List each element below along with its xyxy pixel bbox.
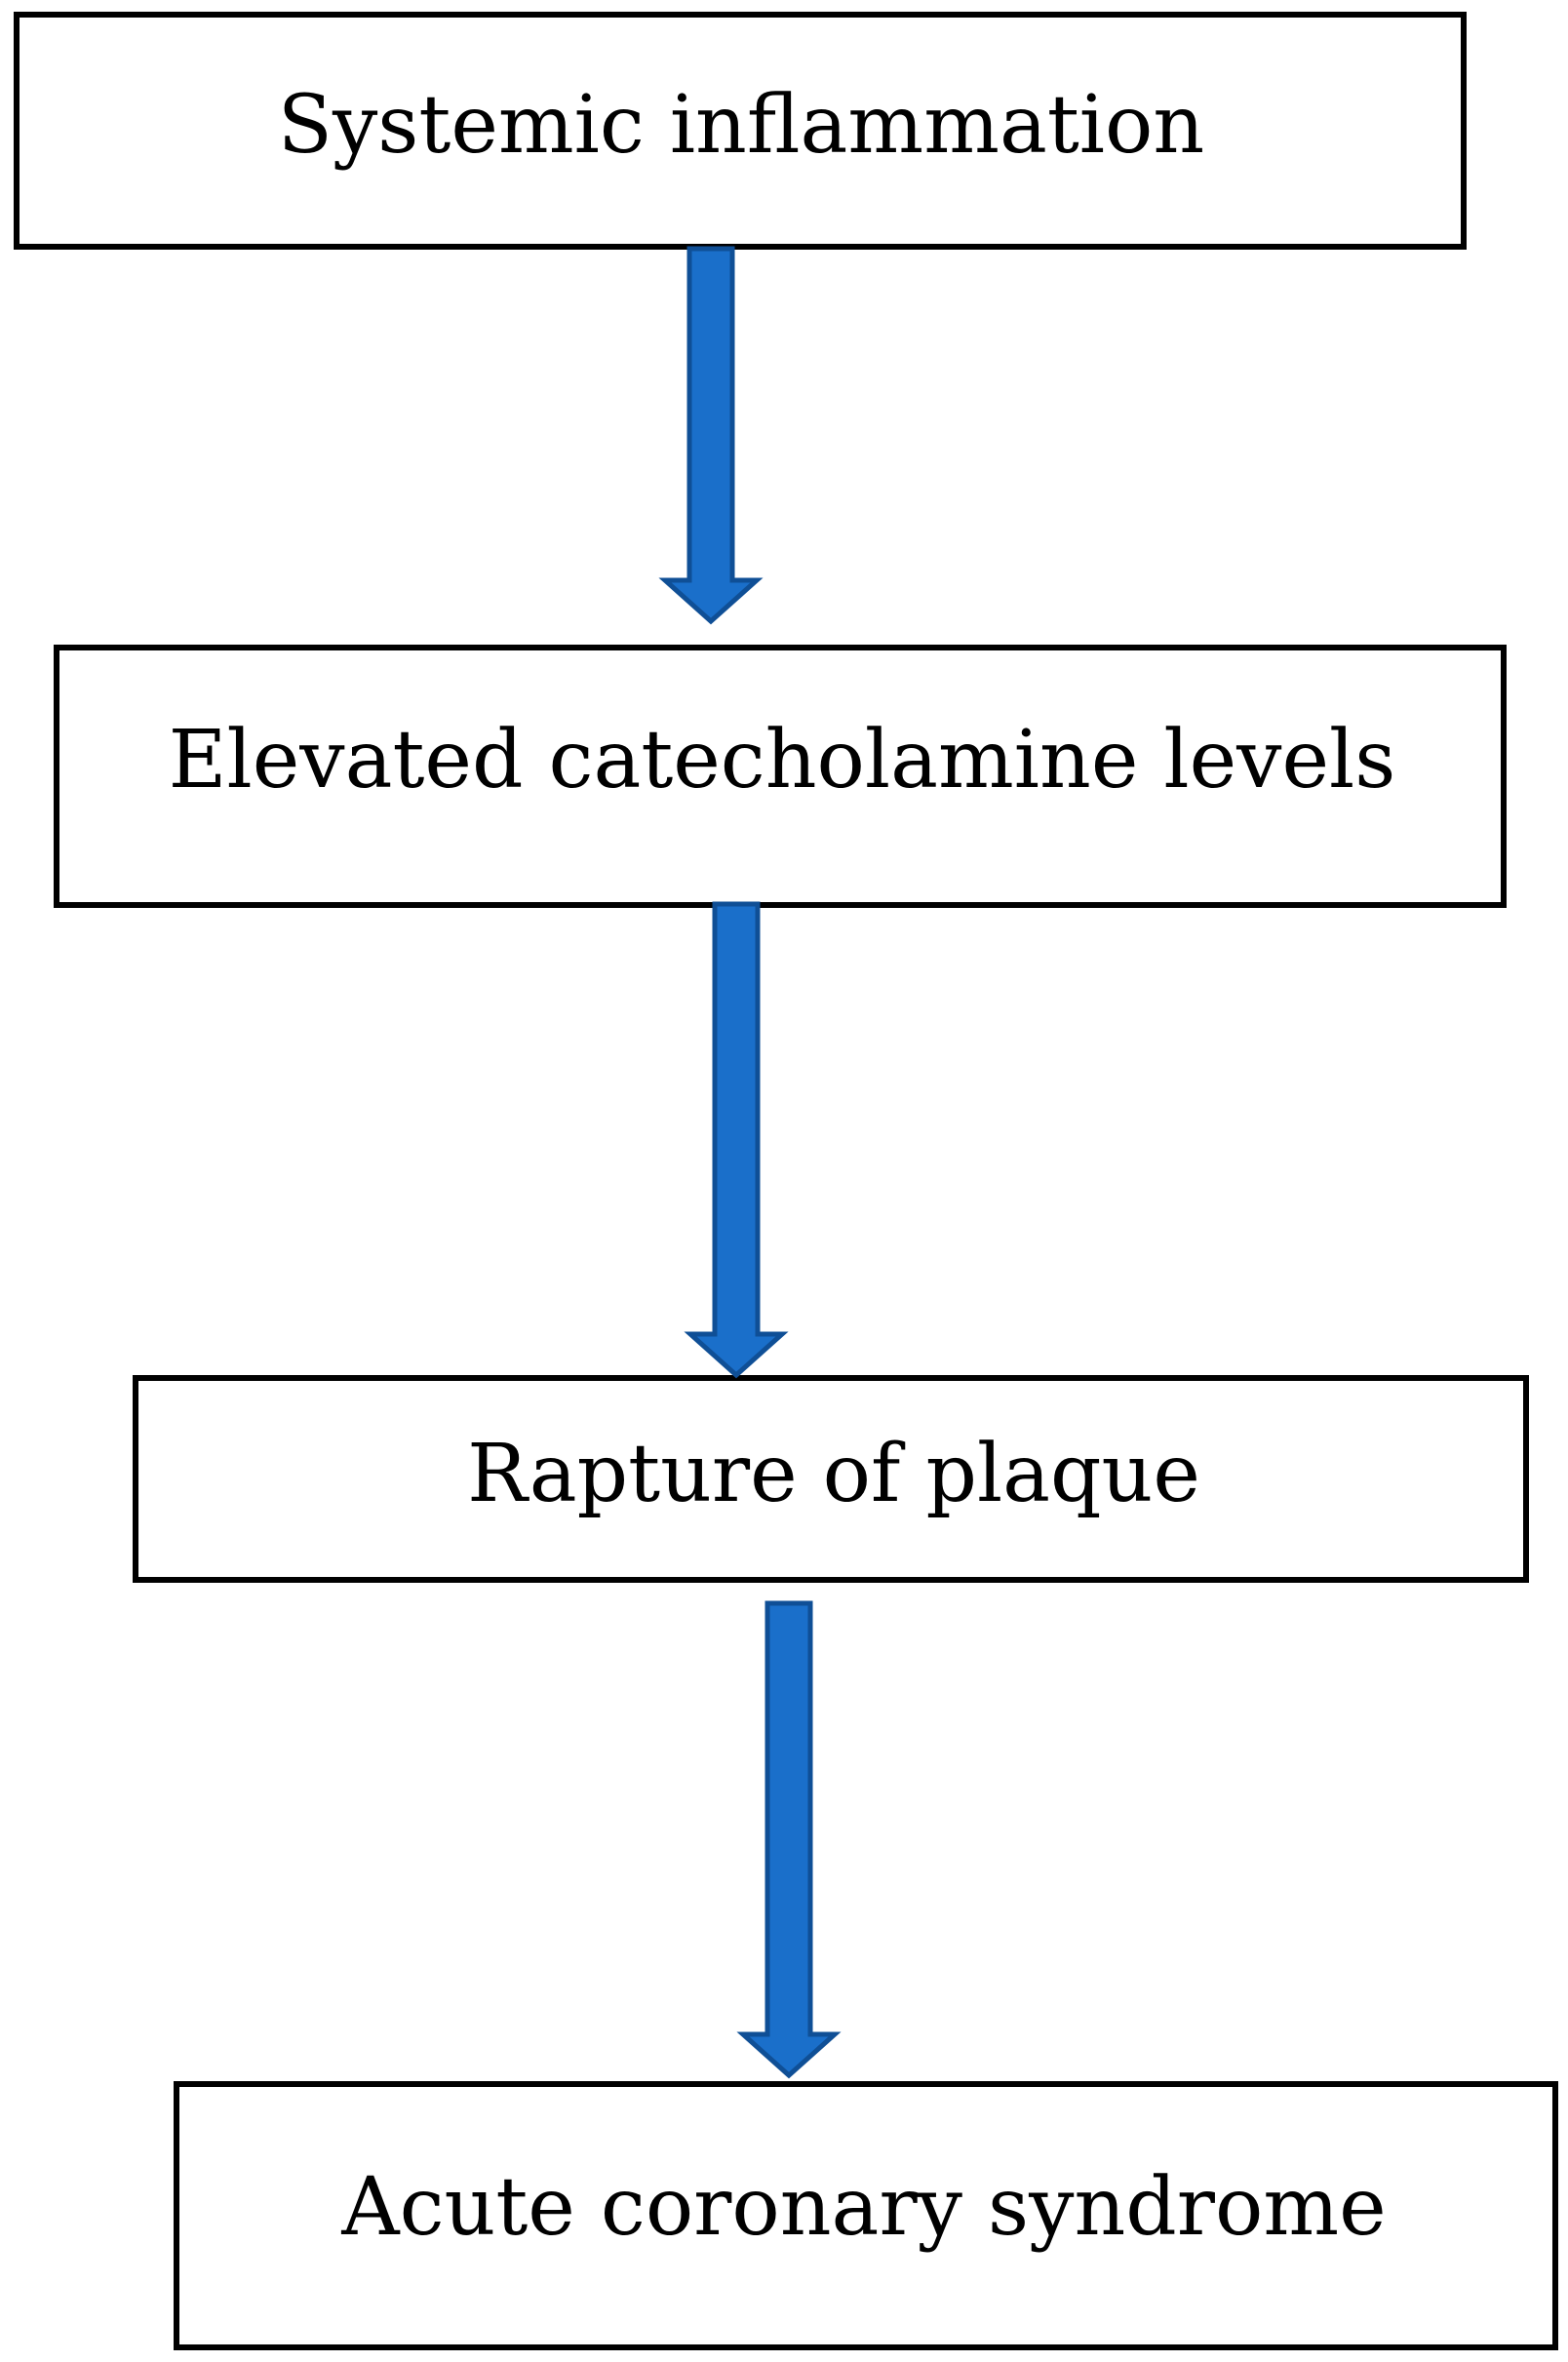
flow-step-acute-coronary-syndrome: Acute coronary syndrome — [174, 2081, 1558, 2350]
down-arrow-icon — [658, 246, 764, 625]
flow-step-elevated-catecholamine-levels: Elevated catecholamine levels — [54, 645, 1507, 908]
down-arrow-icon — [736, 1600, 842, 2079]
step-label: Acute coronary syndrome — [341, 2161, 1387, 2254]
step-label: Rapture of plaque — [467, 1427, 1200, 1520]
flow-step-rapture-of-plaque: Rapture of plaque — [133, 1375, 1529, 1583]
step-label: Systemic inflammation — [277, 79, 1205, 172]
flow-step-systemic-inflammation: Systemic inflammation — [14, 12, 1467, 250]
step-label: Elevated catecholamine levels — [168, 714, 1396, 807]
down-arrow-icon — [684, 901, 789, 1379]
